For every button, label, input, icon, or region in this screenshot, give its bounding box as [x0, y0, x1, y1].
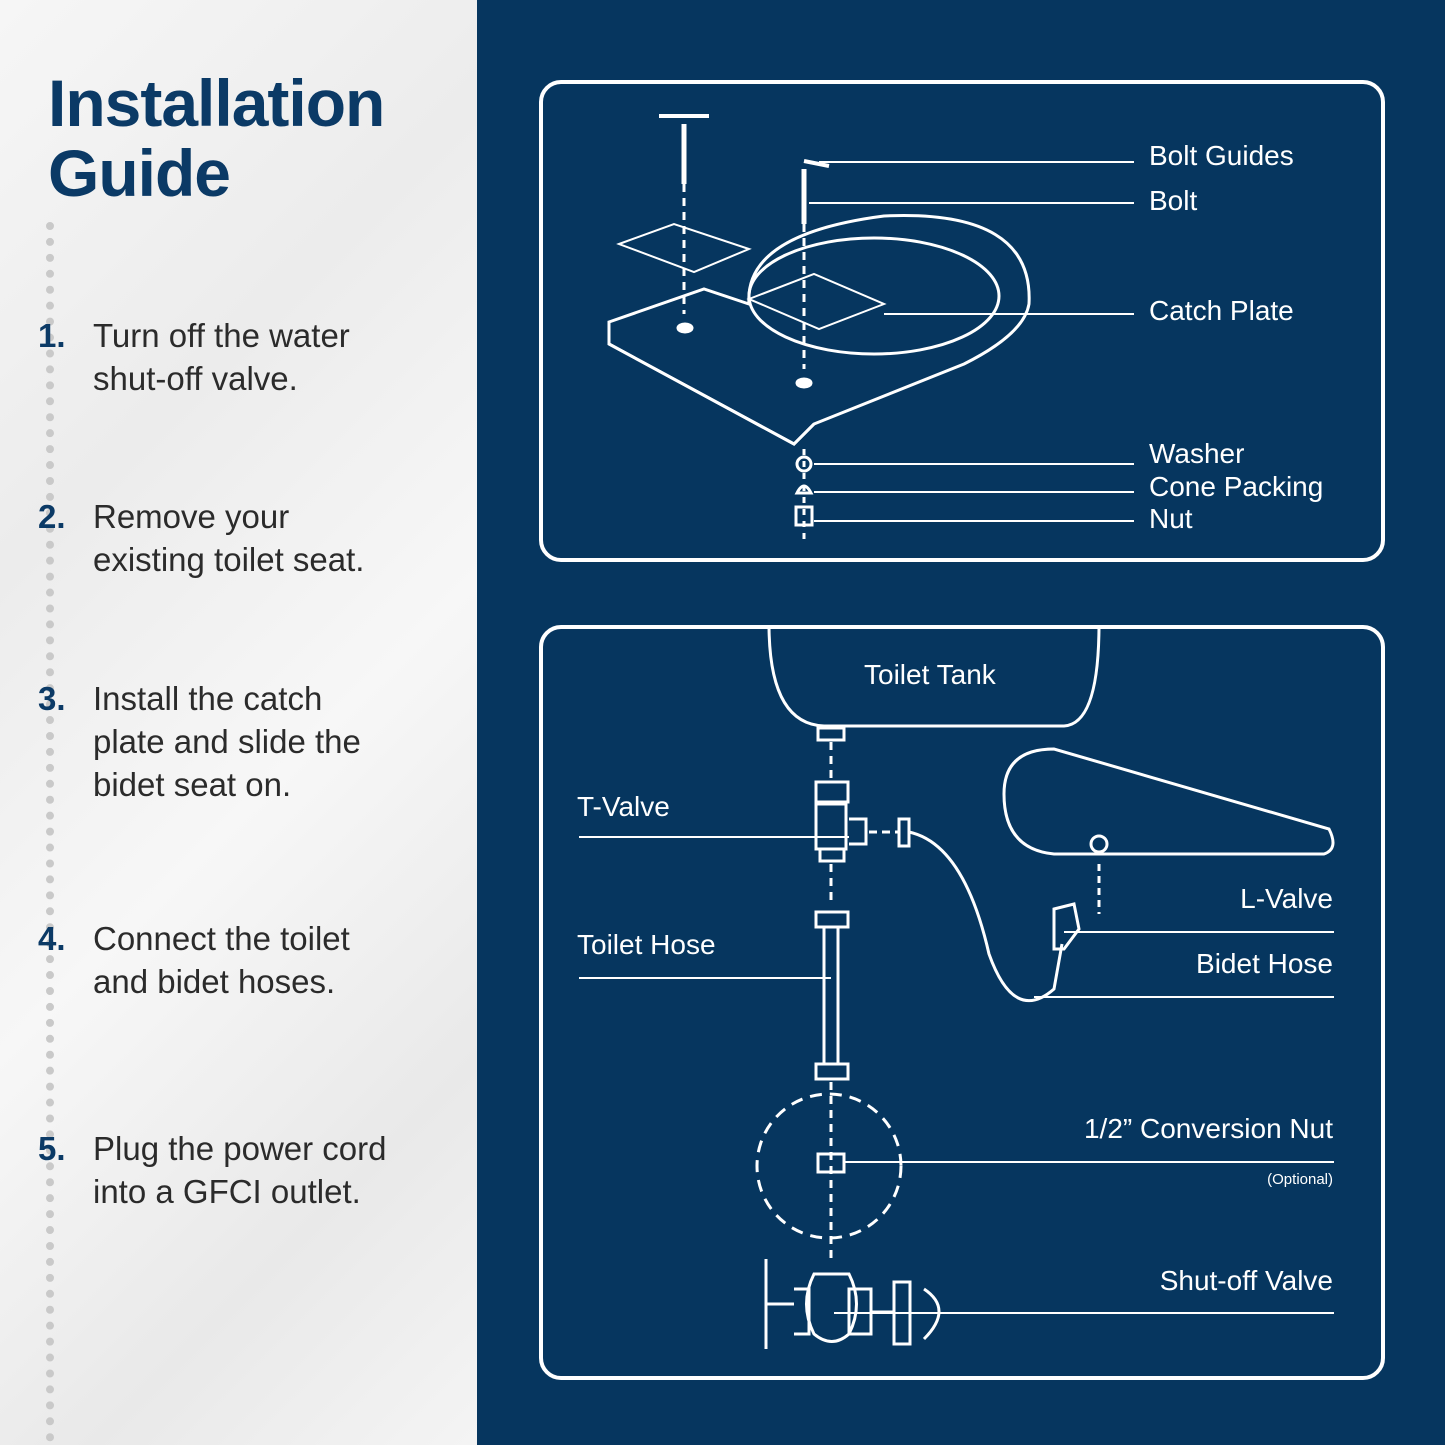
title-line-2: Guide: [48, 136, 231, 210]
step-text: Plug the power cord into a GFCI outlet.: [93, 1130, 387, 1210]
label-optional: (Optional): [1267, 1171, 1333, 1188]
step-text: Turn off the water shut-off valve.: [93, 317, 350, 397]
label-catch-plate: Catch Plate: [1149, 295, 1294, 326]
title-line-1: Installation: [48, 66, 385, 140]
label-bidet-hose: Bidet Hose: [1196, 948, 1333, 979]
label-nut: Nut: [1149, 503, 1193, 534]
seat-installation-diagram: Bolt Guides Bolt Catch Plate Washer Cone…: [539, 80, 1385, 562]
step-number: 5.: [38, 1130, 66, 1167]
label-toilet-hose: Toilet Hose: [577, 929, 716, 960]
seat-illustration: [607, 114, 1134, 544]
label-cone-packing: Cone Packing: [1149, 471, 1324, 502]
label-toilet-tank: Toilet Tank: [864, 659, 996, 690]
diagram-area: Bolt Guides Bolt Catch Plate Washer Cone…: [477, 0, 1445, 1445]
label-washer: Washer: [1149, 438, 1245, 469]
step-number: 1.: [38, 317, 66, 354]
step-3: 3. Install the catch plate and slide the …: [38, 677, 383, 806]
step-1: 1. Turn off the water shut-off valve.: [38, 314, 398, 400]
label-t-valve: T-Valve: [577, 791, 670, 822]
step-2: 2. Remove your existing toilet seat.: [38, 495, 398, 581]
hose-connection-diagram: Toilet Tank T-Valve Toilet Hose L-Valve …: [539, 625, 1385, 1380]
label-bolt: Bolt: [1149, 185, 1198, 216]
step-number: 3.: [38, 680, 66, 717]
step-text: Connect the toilet and bidet hoses.: [93, 920, 350, 1000]
step-4: 4. Connect the toilet and bidet hoses.: [38, 917, 398, 1003]
step-number: 4.: [38, 920, 66, 957]
plumbing-illustration: [579, 629, 1335, 1349]
instructions-panel: Installation Guide 1. Turn off the water …: [0, 0, 477, 1445]
page-title: Installation Guide: [48, 66, 385, 210]
label-l-valve: L-Valve: [1240, 883, 1333, 914]
label-shutoff-valve: Shut-off Valve: [1159, 1265, 1333, 1296]
label-bolt-guides: Bolt Guides: [1149, 140, 1294, 171]
step-5: 5. Plug the power cord into a GFCI outlet…: [38, 1127, 428, 1213]
label-conversion-nut: 1/2” Conversion Nut: [1083, 1113, 1333, 1144]
step-text: Install the catch plate and slide the bi…: [93, 680, 361, 803]
step-number: 2.: [38, 498, 66, 535]
step-text: Remove your existing toilet seat.: [93, 498, 365, 578]
dotted-divider: [46, 222, 54, 1442]
